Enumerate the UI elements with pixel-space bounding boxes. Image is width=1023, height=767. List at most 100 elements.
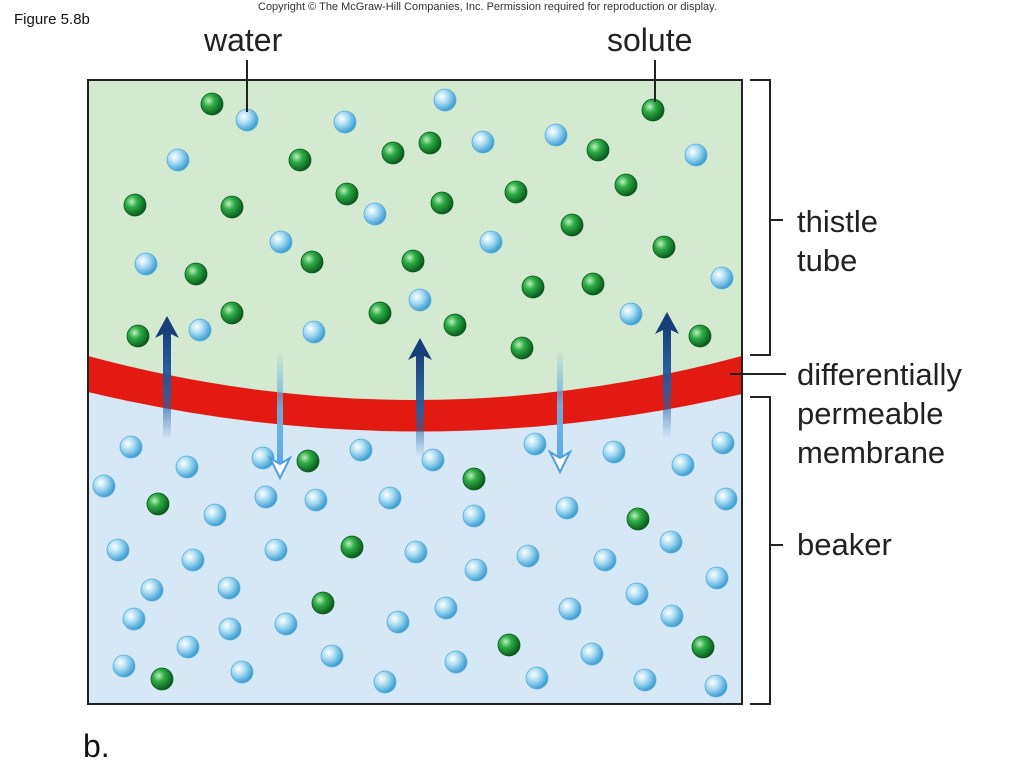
water-molecule (188, 318, 212, 342)
solute-molecule (401, 249, 425, 273)
thistle-tube-region (88, 80, 742, 405)
membrane-label-line: membrane (797, 435, 946, 470)
water-molecule (264, 538, 288, 562)
water-molecule (333, 110, 357, 134)
solute-molecule (220, 195, 244, 219)
water-molecule (269, 230, 293, 254)
water-molecule (471, 130, 495, 154)
water-molecule (176, 635, 200, 659)
water-molecule (122, 607, 146, 631)
container-outline (87, 79, 743, 705)
solute-molecule (381, 141, 405, 165)
membrane-label-line: permeable (797, 396, 944, 431)
water-molecule (386, 610, 410, 634)
downward-water-flow-arrow (267, 352, 293, 481)
water-molecule (274, 612, 298, 636)
thistle-tube-label-line: tube (797, 243, 858, 278)
water-molecule (349, 438, 373, 462)
water-molecule (602, 440, 626, 464)
solute-molecule (368, 301, 392, 325)
thistle-tube-label-line: thistle (797, 204, 878, 239)
solute-label: solute (607, 22, 693, 58)
water-molecule (434, 596, 458, 620)
membrane (88, 356, 742, 432)
solute-molecule (497, 633, 521, 657)
solute-molecule (521, 275, 545, 299)
water-molecule (363, 202, 387, 226)
solute-molecule (184, 262, 208, 286)
water-molecule (119, 435, 143, 459)
water-molecule (302, 320, 326, 344)
water-molecule (558, 597, 582, 621)
water-molecule (92, 474, 116, 498)
part-label: b. (83, 728, 110, 764)
water-molecule (421, 448, 445, 472)
solute-molecule (296, 449, 320, 473)
water-molecule (166, 148, 190, 172)
water-molecule (671, 453, 695, 477)
water-molecule (544, 123, 568, 147)
water-molecule (134, 252, 158, 276)
solute-molecule (691, 635, 715, 659)
water-molecule (235, 108, 259, 132)
water-label: water (204, 22, 283, 58)
water-molecule (516, 544, 540, 568)
water-molecule (580, 642, 604, 666)
solute-molecule (560, 213, 584, 237)
water-molecule (378, 486, 402, 510)
solute-molecule (586, 138, 610, 162)
solute-molecule (626, 507, 650, 531)
solute-molecule (418, 131, 442, 155)
solute-molecule (340, 535, 364, 559)
copyright-notice: Copyright © The McGraw-Hill Companies, I… (258, 1, 717, 13)
water-molecule (593, 548, 617, 572)
solute-molecule (146, 492, 170, 516)
water-molecule (373, 670, 397, 694)
membrane-label-line: differentially (797, 357, 962, 392)
water-molecule (181, 548, 205, 572)
solute-molecule (311, 591, 335, 615)
upward-water-flow-arrow (655, 312, 679, 438)
solute-molecule (200, 92, 224, 116)
solute-molecule (335, 182, 359, 206)
solute-molecule (150, 667, 174, 691)
water-molecule (660, 604, 684, 628)
water-molecule (112, 654, 136, 678)
solute-molecule (652, 235, 676, 259)
water-molecule (320, 644, 344, 668)
water-molecule (710, 266, 734, 290)
membrane-label: differentially permeable membrane (797, 355, 962, 472)
solute-molecule (614, 173, 638, 197)
solute-molecule (641, 98, 665, 122)
water-molecule (140, 578, 164, 602)
molecules (92, 88, 738, 698)
water-molecule (711, 431, 735, 455)
solute-molecule (300, 250, 324, 274)
water-molecule (175, 455, 199, 479)
water-molecule (523, 432, 547, 456)
water-molecule (625, 582, 649, 606)
water-molecule (555, 496, 579, 520)
water-molecule (619, 302, 643, 326)
solute-molecule (430, 191, 454, 215)
water-molecule (217, 576, 241, 600)
water-molecule (230, 660, 254, 684)
water-molecule (106, 538, 130, 562)
solute-molecule (462, 467, 486, 491)
water-molecule (633, 668, 657, 692)
thistle-tube-label: thistle tube (797, 202, 878, 280)
water-molecule (304, 488, 328, 512)
water-molecule (254, 485, 278, 509)
downward-water-flow-arrow (547, 350, 573, 475)
water-molecule (704, 674, 728, 698)
solute-molecule (123, 193, 147, 217)
solute-molecule (581, 272, 605, 296)
solute-molecule (510, 336, 534, 360)
water-molecule (525, 666, 549, 690)
solute-molecule (220, 301, 244, 325)
water-molecule (433, 88, 457, 112)
water-molecule (404, 540, 428, 564)
figure-label: Figure 5.8b (14, 11, 90, 28)
water-molecule (408, 288, 432, 312)
